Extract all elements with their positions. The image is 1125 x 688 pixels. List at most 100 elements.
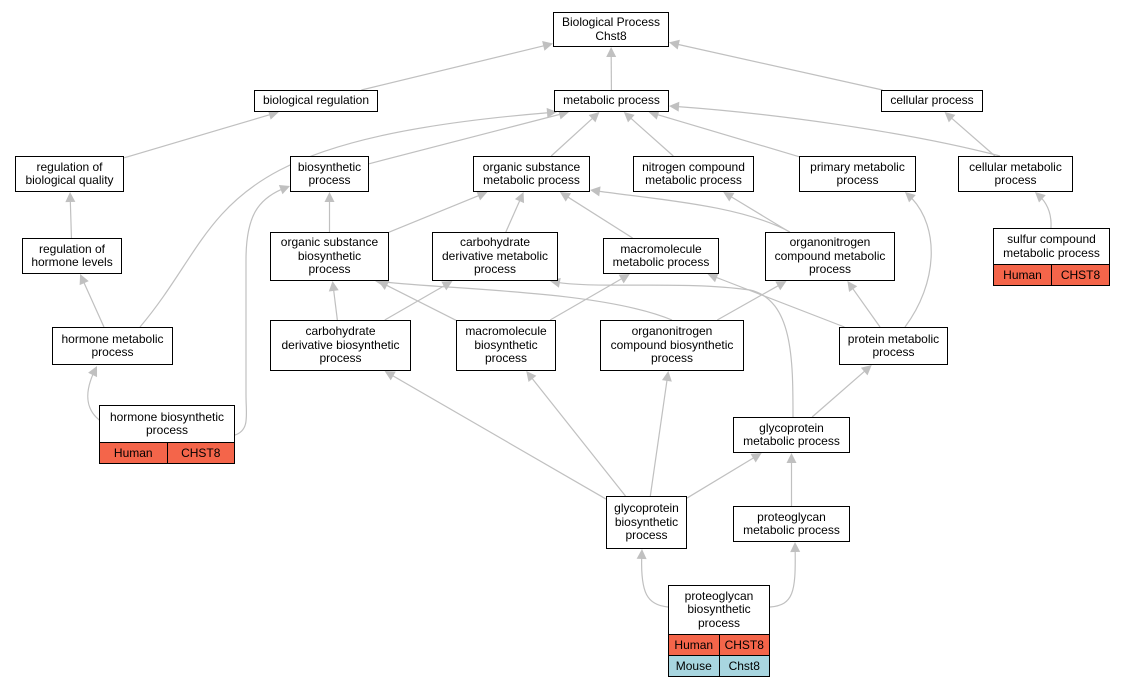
edge-macromolecule-metabolic-process-to-organic-substance-metabolic-process (559, 192, 633, 239)
node-label: carbohydrate derivative metabolic proces… (441, 235, 549, 277)
arrowhead-icon (88, 366, 98, 378)
edge-line (950, 117, 996, 157)
edge-nitrogen-compound-metabolic-process-to-metabolic-process (623, 112, 674, 157)
node-nitrogen-compound-metabolic-process[interactable]: nitrogen compound metabolic process (633, 156, 754, 192)
edge-line (505, 199, 521, 233)
node-organic-substance-biosynthetic-process[interactable]: organic substance biosynthetic process (270, 232, 389, 281)
edge-sulfur-compound-metabolic-process-to-cellular-metabolic-process (1034, 191, 1052, 229)
edge-organic-substance-metabolic-process-to-metabolic-process (550, 112, 600, 157)
edge-biological-regulation-to-bp-chst8 (361, 41, 553, 91)
node-primary-metabolic-process[interactable]: primary metabolic process (799, 156, 916, 192)
node-hormone-metabolic-process[interactable]: hormone metabolic process (52, 327, 173, 365)
edge-line (641, 548, 669, 608)
node-label: macromolecule metabolic process (612, 241, 710, 269)
edge-organic-substance-biosynthetic-process-to-biosynthetic-process (324, 192, 335, 232)
node-cellular-process[interactable]: cellular process (881, 90, 983, 112)
edge-organonitrogen-compound-metabolic-process-to-nitrogen-compound-metabolic-process (723, 192, 790, 233)
edge-regulation-of-hormone-levels-to-regulation-of-biological-quality (65, 192, 76, 239)
node-metabolic-process[interactable]: metabolic process (554, 90, 669, 112)
edge-biosynthetic-process-to-metabolic-process (368, 109, 570, 165)
edge-glycoprotein-metabolic-process-to-protein-metabolic-process (811, 365, 872, 418)
gene-cell[interactable]: CHST8 (1051, 265, 1109, 285)
edge-hormone-metabolic-process-to-metabolic-process (139, 107, 558, 328)
node-label: primary metabolic process (810, 159, 905, 187)
node-label: biosynthetic process (297, 159, 362, 187)
node-label: biological regulation (262, 93, 370, 108)
species-cell: Human (674, 638, 714, 652)
node-organic-substance-metabolic-process[interactable]: organic substance metabolic process (473, 156, 590, 192)
edge-hormone-biosynthetic-process-to-biosynthetic-process (234, 184, 291, 436)
edge-line (234, 185, 291, 436)
gene-cell[interactable]: Chst8 (718, 656, 770, 676)
edge-line (139, 111, 558, 328)
node-cellular-metabolic-process[interactable]: cellular metabolic process (958, 156, 1073, 192)
node-carbohydrate-derivative-biosynthetic-process[interactable]: carbohydrate derivative biosynthetic pro… (270, 320, 411, 371)
edge-macromolecule-biosynthetic-process-to-macromolecule-metabolic-process (549, 274, 630, 321)
arrowhead-icon (324, 192, 335, 202)
edge-line (630, 117, 674, 157)
node-bp-chst8[interactable]: Biological Process Chst8 (553, 12, 669, 47)
node-macromolecule-metabolic-process[interactable]: macromolecule metabolic process (603, 238, 719, 274)
edge-cellular-process-to-bp-chst8 (669, 39, 883, 91)
edge-line (716, 284, 779, 321)
edge-organic-substance-biosynthetic-process-to-organic-substance-metabolic-process (388, 191, 488, 233)
node-label: glycoprotein metabolic process (743, 420, 840, 448)
edge-line (374, 280, 673, 321)
node-label: metabolic process (563, 93, 660, 108)
edge-protein-metabolic-process-to-organonitrogen-compound-metabolic-process (847, 281, 881, 328)
node-biological-regulation[interactable]: biological regulation (254, 90, 378, 112)
arrowhead-icon (278, 184, 290, 195)
edge-primary-metabolic-process-to-metabolic-process (648, 110, 800, 158)
node-protein-metabolic-process[interactable]: protein metabolic process (839, 327, 948, 365)
edge-line (385, 284, 457, 321)
edge-line (811, 370, 866, 418)
arrowhead-icon (847, 281, 858, 293)
node-label: organic substance metabolic process (482, 159, 581, 187)
node-organonitrogen-compound-biosynthetic-process[interactable]: organonitrogen compound biosynthetic pro… (600, 320, 744, 371)
edge-line (549, 280, 794, 418)
node-macromolecule-biosynthetic-process[interactable]: macromolecule biosynthetic process (456, 320, 556, 371)
arrowhead-icon (618, 274, 630, 284)
arrowhead-icon (606, 47, 617, 58)
node-glycoprotein-metabolic-process[interactable]: glycoprotein metabolic process (733, 417, 850, 453)
node-label: glycoprotein biosynthetic process (614, 501, 679, 543)
node-label: cellular process (890, 93, 974, 108)
edge-line (123, 113, 271, 159)
arrowhead-icon (790, 542, 801, 553)
edge-proteoglycan-biosynthetic-process-to-glycoprotein-biosynthetic-process (636, 548, 669, 608)
node-glycoprotein-biosynthetic-process[interactable]: glycoprotein biosynthetic process (606, 496, 687, 549)
arrowhead-icon (786, 453, 797, 463)
edge-carbohydrate-derivative-biosynthetic-process-to-organic-substance-biosynthetic-process (328, 281, 339, 321)
node-regulation-of-hormone-levels[interactable]: regulation of hormone levels (22, 238, 122, 274)
arrowhead-icon (707, 272, 719, 283)
node-carbohydrate-derivative-metabolic-process[interactable]: carbohydrate derivative metabolic proces… (432, 232, 558, 281)
gene-cell[interactable]: CHST8 (718, 635, 770, 655)
node-regulation-of-biological-quality[interactable]: regulation of biological quality (15, 156, 124, 192)
arrowhead-icon (636, 549, 647, 560)
node-label: proteoglycan metabolic process (743, 509, 840, 537)
gene-cell[interactable]: CHST8 (166, 443, 235, 463)
edge-line (668, 105, 1001, 157)
arrowhead-icon (558, 109, 570, 120)
arrowhead-icon (476, 191, 488, 201)
arrowhead-icon (441, 281, 453, 291)
arrowhead-icon (723, 192, 735, 202)
arrowhead-icon (542, 41, 553, 51)
gene-row-human: Human CHST8 (669, 634, 769, 655)
arrowhead-icon (669, 39, 680, 50)
node-biosynthetic-process[interactable]: biosynthetic process (290, 156, 369, 192)
node-proteoglycan-metabolic-process[interactable]: proteoglycan metabolic process (733, 506, 850, 542)
node-label: protein metabolic process (847, 331, 940, 359)
edge-cellular-metabolic-process-to-cellular-process (944, 112, 996, 157)
node-organonitrogen-compound-metabolic-process[interactable]: organonitrogen compound metabolic proces… (765, 232, 895, 281)
node-label: macromolecule biosynthetic process (465, 324, 547, 366)
edge-line (83, 281, 105, 328)
edge-protein-metabolic-process-to-macromolecule-metabolic-process (707, 272, 845, 328)
edge-line (567, 196, 633, 239)
